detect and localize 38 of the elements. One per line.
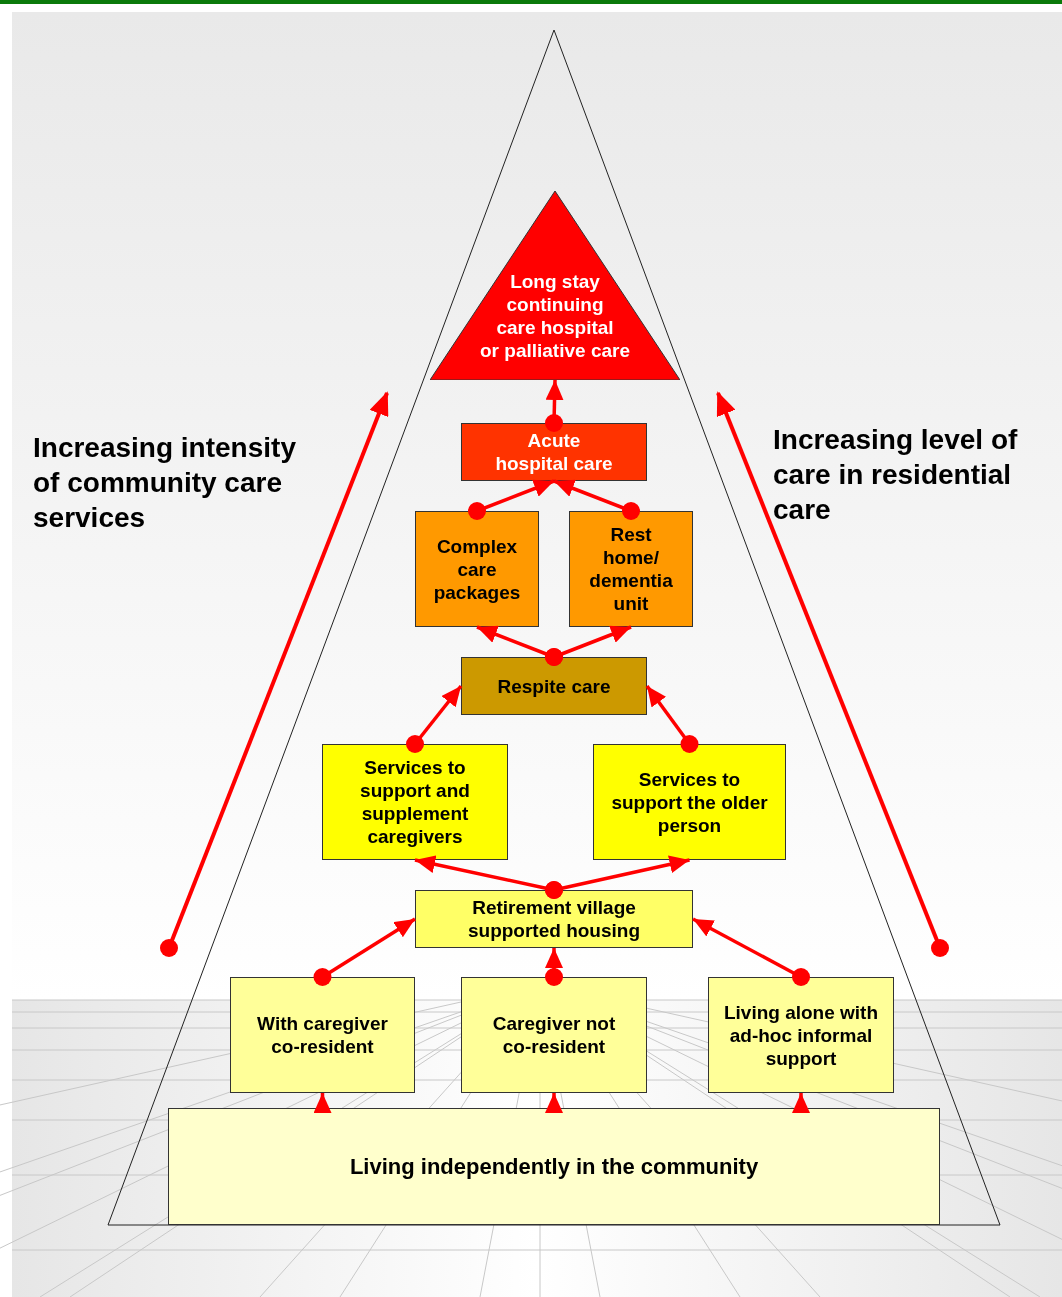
arrow [545, 948, 563, 986]
arrow [313, 1093, 332, 1113]
arrow [313, 917, 416, 986]
node-label: Rest home/ dementia unit [589, 524, 673, 614]
arrow [553, 479, 640, 520]
process-box [593, 744, 786, 860]
arrow [545, 625, 632, 666]
node-label: Complex care packages [433, 535, 521, 603]
arrow [468, 479, 555, 520]
node-label: Long stay continuing care hospital or palliative care [480, 271, 630, 361]
axis-caption: Increasing intensity of community care services [33, 431, 297, 535]
process-box [461, 657, 647, 715]
node-label: Caregiver not co-resident [492, 1013, 616, 1057]
arrow [545, 855, 690, 899]
node-label: Living alone with ad-hoc informal support [723, 1001, 879, 1069]
process-box [461, 423, 647, 481]
node-label: With caregiver co-resident [257, 1013, 388, 1057]
process-box [708, 977, 894, 1093]
arrow [792, 1093, 810, 1113]
process-box [461, 977, 647, 1093]
process-box [230, 977, 415, 1093]
arrow [645, 684, 699, 753]
arrow [545, 379, 564, 432]
process-box [168, 1108, 940, 1225]
node-label: Living independently in the community [349, 1154, 759, 1179]
node-label: Acute hospital care [495, 430, 613, 474]
process-box [569, 511, 693, 627]
process-box [415, 890, 693, 948]
arrow [692, 917, 810, 986]
arrow [406, 684, 463, 753]
arrow [545, 1093, 563, 1113]
node-label: Respite care [497, 675, 611, 697]
process-box [322, 744, 508, 860]
node-label: Services to support and supplement caregivers [360, 757, 470, 847]
node-label: Services to support the older person [611, 768, 768, 836]
process-box [415, 511, 539, 627]
axis-caption: Increasing level of care in residential care [773, 423, 1019, 527]
node-label: Retirement village supported housing [467, 897, 640, 941]
